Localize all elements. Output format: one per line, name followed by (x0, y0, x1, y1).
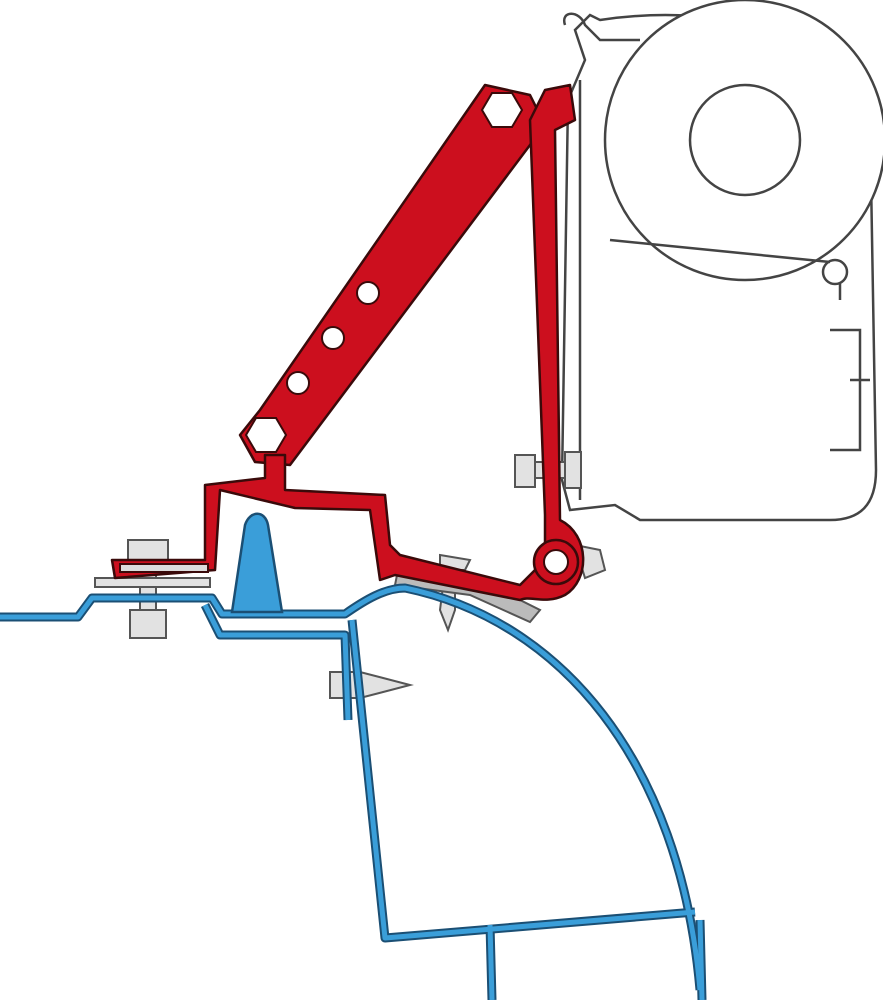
pivot-hole (543, 549, 569, 575)
adjustment-hole (321, 326, 345, 350)
vehicle-roof-profile (0, 583, 707, 1000)
bolt-head-icon (127, 539, 169, 561)
bracket-base (110, 83, 585, 602)
roof-fin (230, 512, 284, 614)
roller-pin (821, 258, 849, 286)
awning-cassette (560, 0, 883, 522)
adapter-bracket (110, 83, 585, 602)
roof-outer-line (0, 583, 705, 991)
bracket-arm (238, 83, 547, 467)
nut-icon (129, 609, 167, 639)
hex-bolt-icon (480, 92, 524, 128)
vehicle-roof-fill (0, 585, 705, 1000)
serrated-pad (119, 563, 209, 573)
top-hook (562, 12, 640, 42)
bolt-head-icon (514, 454, 536, 488)
bracket-details (119, 92, 569, 575)
adjustment-hole (286, 371, 310, 395)
nut-icon (564, 451, 582, 489)
roof-inner-line (200, 602, 696, 943)
washer-icon (94, 577, 211, 588)
roll-axle (688, 83, 802, 197)
adjustment-hole (356, 281, 380, 305)
hex-bolt-icon (244, 417, 288, 453)
fabric-line (609, 238, 831, 264)
cassette-inner-line (578, 80, 870, 500)
roof-post (485, 919, 707, 1000)
